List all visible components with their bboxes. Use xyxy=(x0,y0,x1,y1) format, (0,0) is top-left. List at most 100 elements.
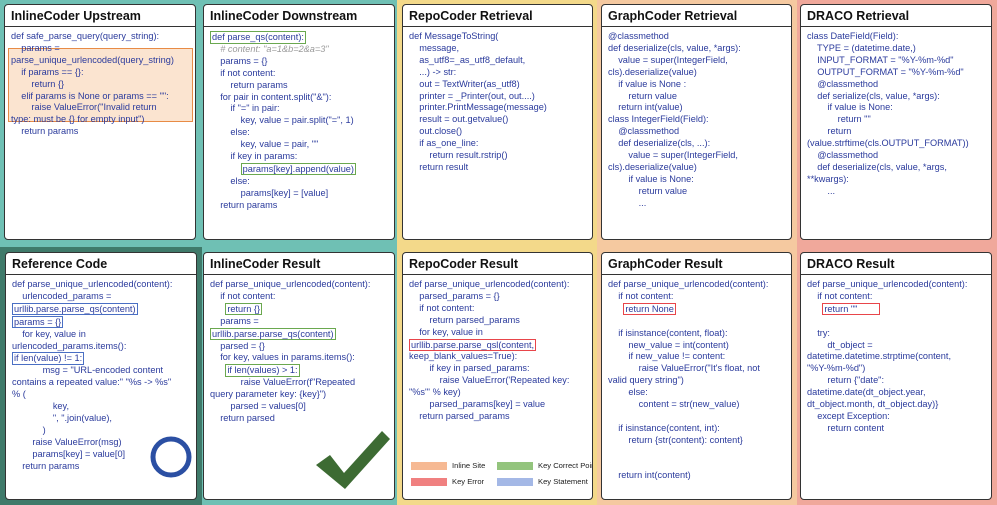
code-line: raise ValueError(f"Repeated xyxy=(210,377,356,388)
code-line: ... xyxy=(807,185,836,196)
code-line: return parsed xyxy=(210,412,275,423)
code-line: def parse_unique_urlencoded(content): xyxy=(12,279,173,289)
key-error-highlight: urllib.parse.parse_qsl(content, xyxy=(409,338,537,352)
code-line xyxy=(608,411,787,423)
panel-title: InlineCoder Result xyxy=(204,253,394,275)
panel-title: RepoCoder Result xyxy=(403,253,592,275)
code-comment: # content: "a=1&b=2&a=3" xyxy=(210,43,329,54)
code-line: ", ".join(value), xyxy=(12,412,112,423)
code-line: return value xyxy=(608,185,688,196)
legend-item-key-correct: Key Correct Point xyxy=(497,461,593,470)
code-line: content = str(new_value) xyxy=(608,399,740,410)
code-line: ... xyxy=(608,197,647,208)
code-block: def parse_unique_urlencoded(content): if… xyxy=(210,279,390,497)
code-line: if not content: xyxy=(807,290,873,301)
code-line: "%Y-%m-%d") xyxy=(807,363,866,374)
code-line: for key, values in params.items(): xyxy=(210,352,355,363)
code-line: @classmethod xyxy=(807,150,879,161)
code-line: @classmethod xyxy=(807,78,879,89)
key-error-highlight: return None xyxy=(623,302,676,316)
code-line: value = super(IntegerField, xyxy=(608,150,738,161)
code-line: parse_unique_urlencoded(query_string) xyxy=(11,54,174,65)
code-line: try: xyxy=(807,327,830,338)
code-line: return {} xyxy=(11,78,65,89)
code-line: else: xyxy=(210,175,250,186)
code-line: raise ValueError("It's float, not xyxy=(608,363,760,374)
code-line: if not content: xyxy=(210,290,276,301)
code-line: query parameter key: {key}") xyxy=(210,389,327,400)
inline-site-highlight xyxy=(8,48,193,122)
code-line: def deserialize(cls, value, *args, xyxy=(807,161,947,172)
code-line: return int(content) xyxy=(608,470,691,481)
panel-draco-result: DRACO Result def parse_unique_urlencoded… xyxy=(800,252,992,500)
key-correct-highlight: def parse_qs(content): xyxy=(210,31,306,44)
code-line: params = xyxy=(11,42,60,53)
code-line: params = xyxy=(210,315,259,326)
code-line: as_utf8=_as_utf8_default, xyxy=(409,54,526,65)
code-line: except Exception: xyxy=(807,410,890,421)
code-line: parsed = values[0] xyxy=(210,401,306,412)
code-line: return {str(content): content} xyxy=(608,434,743,445)
panel-title: InlineCoder Downstream xyxy=(204,5,394,27)
key-correct-highlight: return {} xyxy=(225,302,263,316)
panel-title: Reference Code xyxy=(6,253,196,275)
code-line: % ( xyxy=(12,389,26,400)
code-line: return parsed_params xyxy=(409,314,520,325)
code-line: @classmethod xyxy=(608,126,680,137)
code-line: if not content: xyxy=(409,302,475,313)
check-mark-icon xyxy=(316,431,390,489)
legend-item-key-statement: Key Statement xyxy=(497,477,588,486)
key-statement-highlight: urllib.parse.parse_qs(content) xyxy=(12,302,138,316)
code-line: out = TextWriter(as_utf8) xyxy=(409,78,520,89)
legend-label: Key Correct Point xyxy=(538,461,593,470)
key-correct-highlight: urllib.parse.parse_qs(content) xyxy=(210,327,336,341)
code-line: if value is None: xyxy=(608,173,694,184)
code-block: def parse_unique_urlencoded(content): if… xyxy=(608,279,787,497)
code-line: if value is None : xyxy=(608,78,687,89)
legend: Inline Site Key Correct Point Key Error … xyxy=(411,461,593,495)
code-line: result = out.getvalue() xyxy=(409,114,509,125)
code-line: if not content: xyxy=(210,67,276,78)
code-line: else: xyxy=(210,127,250,138)
code-line: key, value = pair, "" xyxy=(210,139,319,150)
code-line: key, value = pair.split("=", 1) xyxy=(210,115,354,126)
code-line: contains a repeated value:" "%s -> %s" xyxy=(12,377,172,388)
code-line: if new_value != content: xyxy=(608,351,726,362)
code-block: def parse_unique_urlencoded(content): ur… xyxy=(12,279,192,497)
code-line: return content xyxy=(807,422,885,433)
code-line: return "" xyxy=(807,114,871,125)
code-line: value = super(IntegerField, xyxy=(608,54,728,65)
code-line: "%s"' % key) xyxy=(409,387,461,398)
code-line: def deserialize(cls, ...): xyxy=(608,138,711,149)
code-line: return result.rstrip() xyxy=(409,150,508,161)
code-line: parsed_params[key] = value xyxy=(409,399,546,410)
code-line: if "=" in pair: xyxy=(210,103,280,114)
code-line: urlencoded_params = xyxy=(12,290,112,301)
key-statement-highlight: params = {} xyxy=(12,315,64,329)
code-line: if not content: xyxy=(608,290,674,301)
code-line: (value.strftime(cls.OUTPUT_FORMAT)) xyxy=(807,138,969,149)
panel-title: DRACO Result xyxy=(801,253,991,275)
legend-swatch xyxy=(411,477,447,486)
code-line: if key in params: xyxy=(210,151,298,162)
legend-label: Key Error xyxy=(452,477,485,486)
code-line xyxy=(608,447,787,459)
panel-inline-upstream: InlineCoder Upstream def safe_parse_quer… xyxy=(4,4,196,240)
code-block: class DateField(Field): TYPE = (datetime… xyxy=(807,31,987,237)
code-line: return xyxy=(807,126,852,137)
code-line: for key, value in xyxy=(12,328,86,339)
panel-inline-result: InlineCoder Result def parse_unique_urle… xyxy=(203,252,395,500)
code-line: printer.PrintMessage(message) xyxy=(409,102,547,113)
code-line: for key, value in xyxy=(409,326,483,337)
code-line: @classmethod xyxy=(608,31,669,41)
code-line: raise ValueError('Repeated key: xyxy=(409,375,570,386)
code-line: if isinstance(content, int): xyxy=(608,422,720,433)
code-line: def deserialize(cls, value, *args): xyxy=(608,42,741,53)
panel-title: RepoCoder Retrieval xyxy=(403,5,592,27)
code-line: raise ValueError("Invalid return xyxy=(11,102,157,113)
legend-swatch xyxy=(497,461,533,470)
legend-item-key-error: Key Error xyxy=(411,477,484,486)
code-line: datetime.datetime.strptime(content, xyxy=(807,351,952,362)
code-line: msg = "URL-encoded content xyxy=(12,365,164,376)
